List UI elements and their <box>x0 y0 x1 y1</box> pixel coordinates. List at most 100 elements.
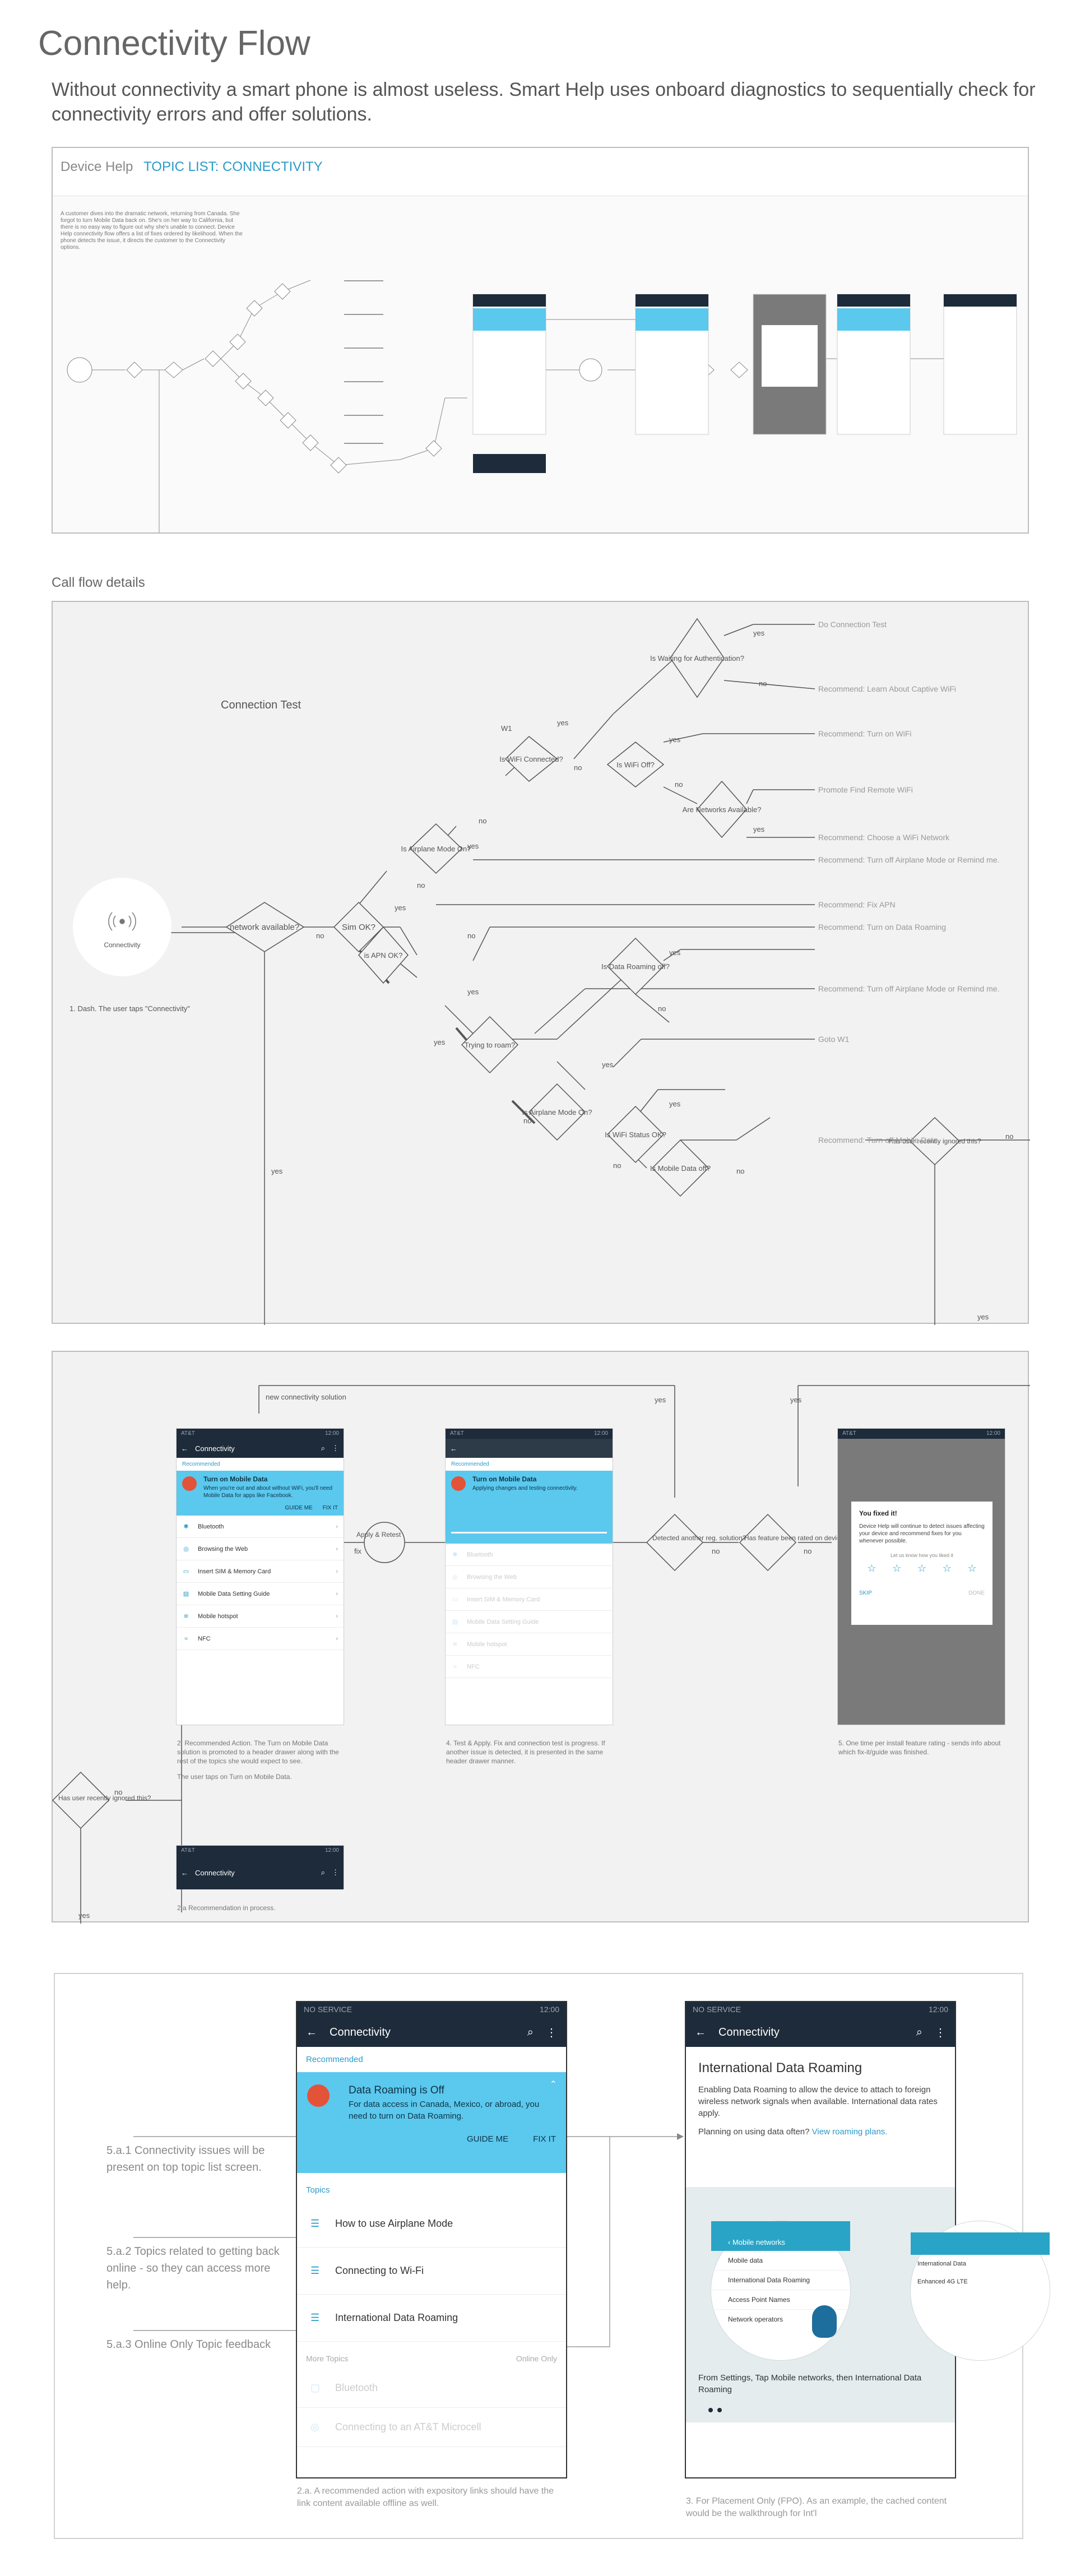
overflow-menu-icon[interactable]: ⋮ <box>332 1868 339 1877</box>
no-service: NO SERVICE <box>304 2005 353 2014</box>
clock: 12:00 <box>324 1847 339 1854</box>
list-item[interactable]: ≋Mobile hotspot› <box>177 1605 344 1628</box>
label-yes: yes <box>753 825 765 833</box>
label-no: no <box>574 763 582 772</box>
star-icon[interactable]: ☆ <box>917 1563 927 1574</box>
carrier: AT&T <box>450 1430 464 1437</box>
outcome-airplane-off-2: Recommend: Turn off Airplane Mode or Rem… <box>818 984 999 993</box>
recommendation-card[interactable]: Turn on Mobile Data When you're out and … <box>177 1471 344 1516</box>
caption-2a-bottom: 2.a. A recommended action with expositor… <box>297 2486 554 2508</box>
app-bar: ← Connectivity ⌕ ⋮ <box>177 1856 344 1889</box>
fix-it-button[interactable]: FIX IT <box>533 2134 556 2144</box>
carousel-dots[interactable] <box>708 2408 722 2412</box>
outcome-promote-remote: Promote Find Remote WiFi <box>818 785 913 794</box>
star-icon[interactable]: ☆ <box>892 1563 902 1574</box>
status-bar: NO SERVICE 12:00 <box>686 2002 955 2018</box>
app-bar-title: Connectivity <box>718 2026 780 2038</box>
bluetooth-icon: ▢ <box>310 2382 321 2393</box>
label-no: no <box>658 1004 666 1013</box>
article-question: Planning on using data often? <box>698 2127 810 2137</box>
guide-me-button[interactable]: GUIDE ME <box>466 2134 509 2144</box>
caption-2a: 2.a Recommendation in process. <box>177 1904 276 1912</box>
online-only-label: Online Only <box>516 2354 557 2363</box>
list-item[interactable]: ◎Browsing the Web› <box>177 1538 344 1560</box>
outcome-captive: Recommend: Learn About Captive WiFi <box>818 684 956 693</box>
walkthrough-carousel[interactable]: ‹ Mobile networks Mobile data Internatio… <box>686 2187 1050 2422</box>
guide-me-button[interactable]: GUIDE ME <box>285 1505 313 1511</box>
status-bar: NO SERVICE 12:00 <box>297 2002 566 2018</box>
label-no: no <box>417 881 425 889</box>
back-arrow-icon[interactable]: ← <box>181 1868 188 1877</box>
skip-button[interactable]: SKIP <box>859 1590 872 1596</box>
back-arrow-icon[interactable]: ← <box>450 1444 457 1453</box>
outcome-choose-wifi: Recommend: Choose a WiFi Network <box>818 833 950 842</box>
phone-applying: AT&T 12:00 ← Recommended Turn on Mobile … <box>445 1428 613 1725</box>
status-bar: AT&T 12:00 <box>838 1429 1005 1439</box>
list-item: ◎Browsing the Web <box>446 1566 613 1588</box>
collapse-icon[interactable]: ⌃ <box>549 2080 557 2089</box>
list-item[interactable]: ▭Insert SIM & Memory Card› <box>177 1560 344 1583</box>
alert-icon <box>182 1476 197 1491</box>
clock: 12:00 <box>986 1430 1000 1437</box>
recommended-label: Recommended <box>306 2055 363 2064</box>
back-arrow-icon[interactable]: ← <box>306 2026 317 2038</box>
topic-link[interactable]: TOPIC LIST: CONNECTIVITY <box>143 159 323 174</box>
alert-icon <box>451 1476 466 1491</box>
label-no: no <box>523 1116 531 1125</box>
overview-panel: Device Help TOPIC LIST: CONNECTIVITY A c… <box>52 147 1029 534</box>
roaming-plans-link[interactable]: View roaming plans. <box>811 2127 888 2137</box>
star-icon[interactable]: ☆ <box>942 1563 952 1574</box>
caption-5: 5. One time per install feature rating -… <box>838 1739 1001 1756</box>
nfc-icon: ≈ <box>184 1635 188 1642</box>
search-icon[interactable]: ⌕ <box>321 1444 325 1452</box>
search-icon[interactable]: ⌕ <box>916 2026 922 2038</box>
list-item[interactable]: ▤Mobile Data Setting Guide› <box>177 1583 344 1605</box>
card-title: Data Roaming is Off <box>349 2084 444 2096</box>
walkthrough-next: International Data Enhanced 4G LTE <box>910 2221 1050 2361</box>
topics-label: Topics <box>306 2185 330 2195</box>
topic-airplane[interactable]: ☰How to use Airplane Mode <box>297 2200 566 2248</box>
menu-item: International Data Roaming <box>711 2271 850 2290</box>
node-apn: is APN OK? <box>364 951 403 960</box>
topic-bluetooth: ▢Bluetooth <box>297 2369 566 2408</box>
menu-item: Access Point Names <box>711 2290 850 2310</box>
wifi-icon: ☰ <box>310 2265 320 2276</box>
phone-topic-list: NO SERVICE 12:00 ← Connectivity ⌕ ⋮ Reco… <box>296 2001 567 2478</box>
overflow-menu-icon[interactable]: ⋮ <box>546 2026 557 2039</box>
label-no: no <box>804 1547 811 1555</box>
node-network-available: network available? <box>230 923 299 932</box>
label-yes: yes <box>467 988 479 996</box>
topic-roaming[interactable]: ☰International Data Roaming <box>297 2295 566 2342</box>
overflow-menu-icon[interactable]: ⋮ <box>332 1444 339 1452</box>
walkthrough-zoom: ‹ Mobile networks Mobile data Internatio… <box>711 2221 851 2361</box>
list-item[interactable]: ✱Bluetooth› <box>177 1516 344 1538</box>
search-icon[interactable]: ⌕ <box>527 2026 534 2038</box>
applying-card: Turn on Mobile Data Applying changes and… <box>446 1471 613 1544</box>
ignored-label: Has user recently ignored this? <box>58 1794 151 1802</box>
fix-it-button[interactable]: FIX IT <box>322 1505 338 1511</box>
list-item[interactable]: ≈NFC› <box>177 1628 344 1650</box>
caption-4: 4. Test & Apply. Fix and connection test… <box>446 1739 605 1765</box>
back-arrow-icon[interactable]: ← <box>695 2026 706 2038</box>
overflow-menu-icon[interactable]: ⋮ <box>935 2026 946 2039</box>
label-yes: yes <box>669 735 681 744</box>
search-icon[interactable]: ⌕ <box>321 1868 325 1877</box>
app-bar: ← Connectivity ⌕ ⋮ <box>686 2018 955 2047</box>
node-networks: Are Networks Available? <box>683 805 762 814</box>
start-node-label: Connectivity <box>104 941 140 949</box>
node-ignored: Has user recently ignored this? <box>888 1137 981 1145</box>
star-rating[interactable]: ☆ ☆ ☆ ☆ ☆ <box>859 1563 985 1574</box>
star-icon[interactable]: ☆ <box>967 1563 977 1574</box>
node-auth: Is Waiting for Authentication? <box>650 654 744 662</box>
star-icon[interactable]: ☆ <box>867 1563 876 1574</box>
back-arrow-icon[interactable]: ← <box>181 1444 188 1453</box>
app-bar: ← Connectivity ⌕ ⋮ <box>297 2018 566 2047</box>
topic-wifi[interactable]: ☰Connecting to Wi-Fi <box>297 2248 566 2295</box>
done-button[interactable]: DONE <box>968 1590 985 1596</box>
offline-topics-panel: 5.a.1 Connectivity issues will be presen… <box>54 1973 1050 2539</box>
tap-hand-icon <box>812 2305 837 2338</box>
progress-bar <box>451 1532 607 1533</box>
clock: 12:00 <box>539 2005 559 2014</box>
menu-header: ‹ Mobile networks <box>711 2221 850 2251</box>
roaming-card[interactable]: Data Roaming is Off For data access in C… <box>297 2072 566 2173</box>
